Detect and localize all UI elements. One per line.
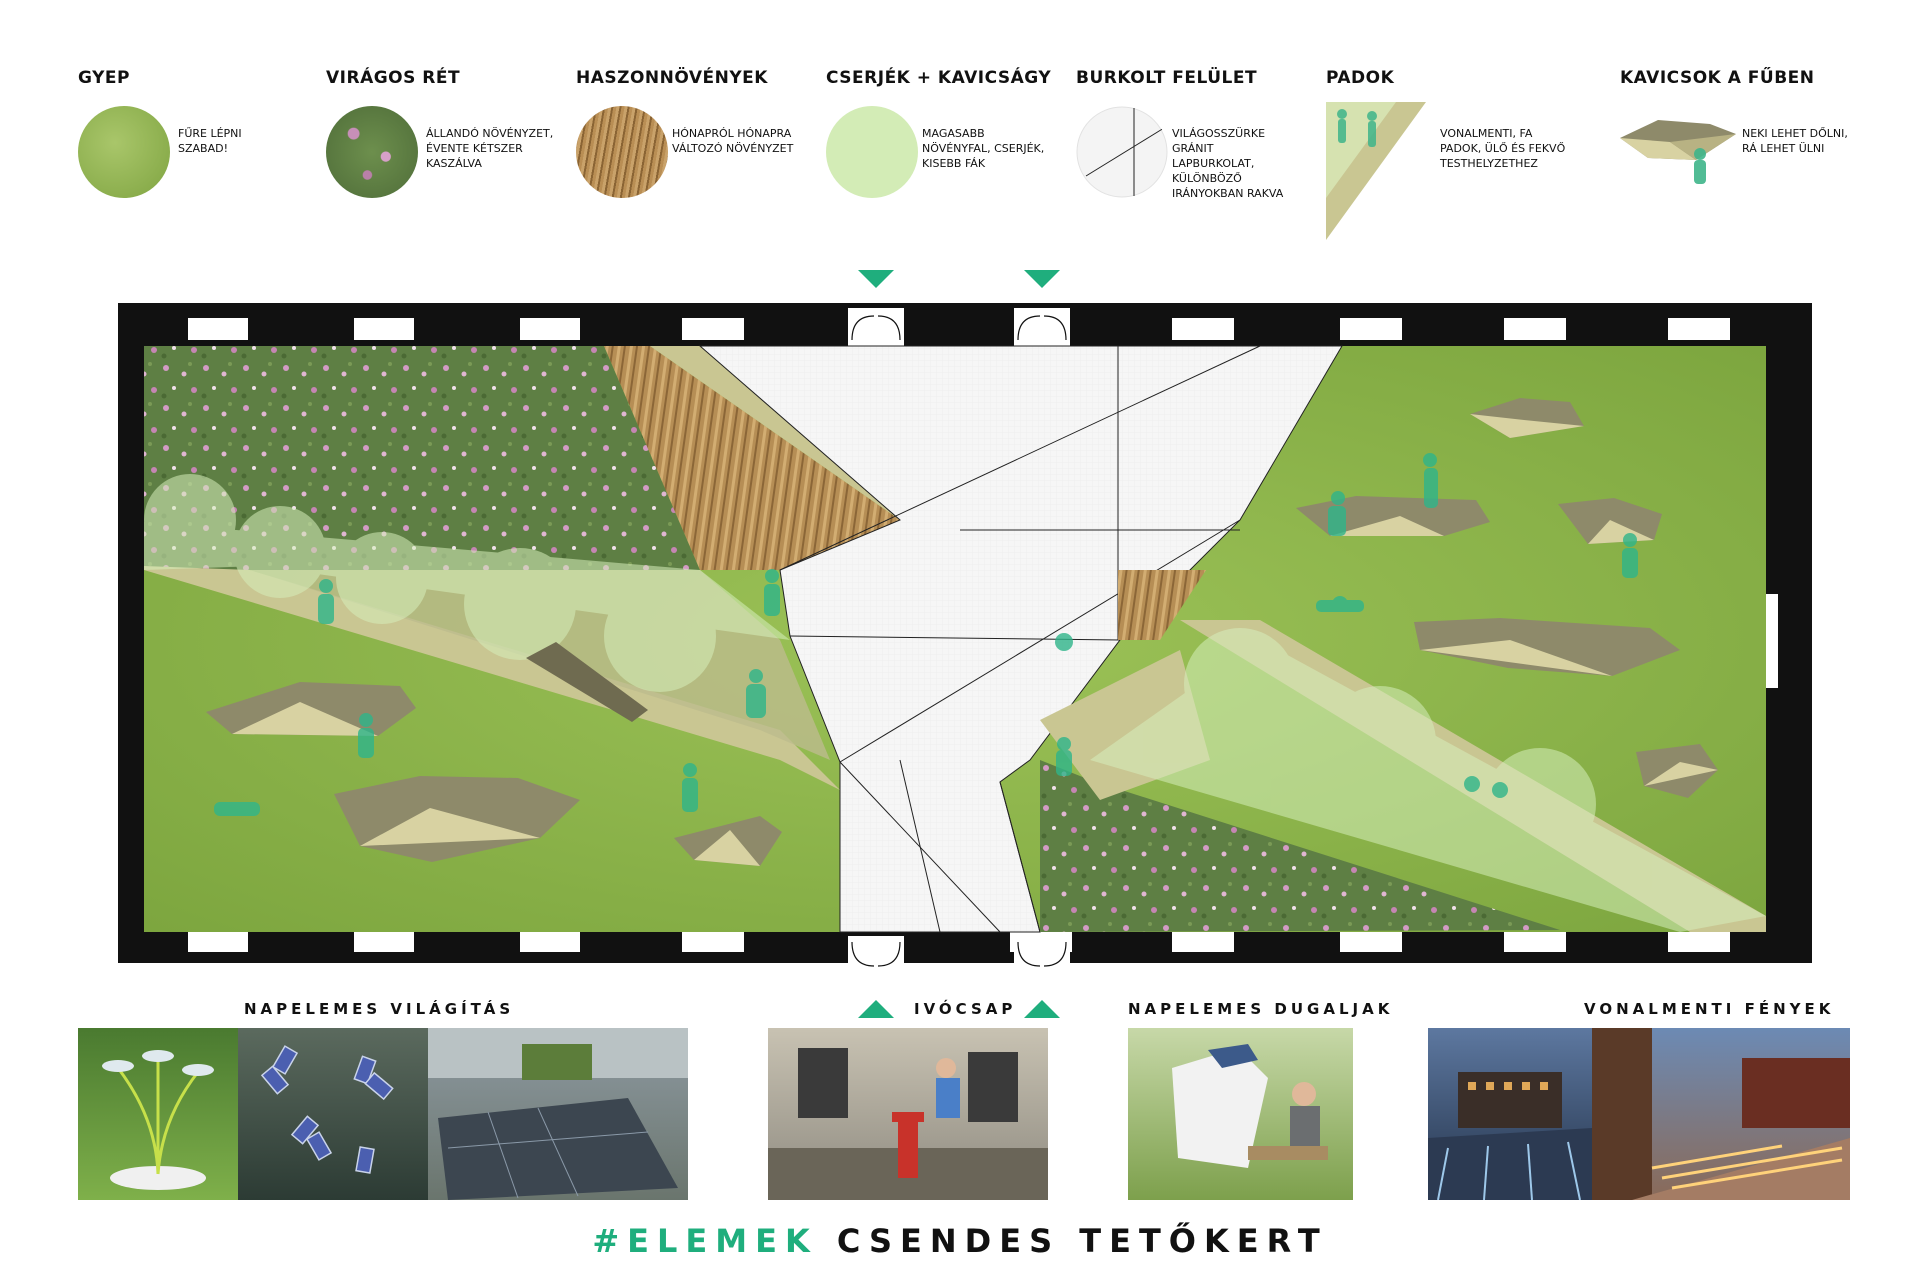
feature-title-solar-sockets: NAPELEMES DUGALJAK xyxy=(1128,1000,1394,1018)
legend-title-benches: PADOK xyxy=(1326,68,1395,88)
hydrant-icon xyxy=(768,1048,1048,1200)
legend-desc-benches: VONALMENTI, FA PADOK, ÜLŐ ÉS FEKVŐ TESTH… xyxy=(1440,127,1566,170)
photo-solar-bench xyxy=(428,1028,688,1200)
entrance-arrows xyxy=(858,270,1060,1018)
photo-line-lights-1 xyxy=(1428,1028,1592,1200)
photo-solar-tree xyxy=(78,1028,238,1200)
interior xyxy=(144,345,1766,933)
bench-strip-left xyxy=(144,566,840,790)
solar-bench-icon xyxy=(428,1028,688,1200)
photo-line-lights-2 xyxy=(1592,1028,1850,1200)
solar-tree-icon xyxy=(102,1050,214,1190)
shrub-overlays xyxy=(144,474,1766,932)
footer-title: #ELEMEK CSENDES TETŐKERT xyxy=(0,1222,1920,1260)
photo-solar-flowers xyxy=(238,1028,428,1200)
pebbles-right xyxy=(1296,398,1718,798)
photo-drinking-tap xyxy=(768,1028,1048,1200)
legend-desc-crops: HÓNAPRÓL HÓNAPRA VÁLTOZÓ NÖVÉNYZET xyxy=(672,127,794,155)
doors xyxy=(848,308,1070,974)
pebble-swatch-icon xyxy=(1620,120,1736,184)
legend-title-shrubs: CSERJÉK + KAVICSÁGY xyxy=(826,68,1052,88)
legend-desc-pebbles: NEKI LEHET DŐLNI, RÁ LEHET ÜLNI xyxy=(1742,127,1848,155)
photo-solar-socket xyxy=(1128,1028,1353,1200)
legend-title-crops: HASZONNÖVÉNYEK xyxy=(576,68,768,88)
footer-accent: #ELEMEK xyxy=(592,1222,818,1260)
legend-desc-meadow: ÁLLANDÓ NÖVÉNYZET, ÉVENTE KÉTSZER KASZÁL… xyxy=(426,127,554,170)
legend-title-grass: GYEP xyxy=(78,68,130,88)
solar-socket-icon xyxy=(1172,1044,1328,1168)
grass-swatch-icon xyxy=(78,106,170,198)
legend-desc-shrubs: MAGASABB NÖVÉNYFAL, CSERJÉK, KISEBB FÁK xyxy=(922,127,1045,170)
legend-title-paving: BURKOLT FELÜLET xyxy=(1076,68,1258,88)
meadow-area-right xyxy=(1040,760,1560,932)
windows-top xyxy=(188,318,1730,340)
window-right xyxy=(1764,594,1778,688)
people-figures xyxy=(214,453,1638,816)
legend-title-meadow: VIRÁGOS RÉT xyxy=(326,68,461,88)
wheat-swatch-icon xyxy=(576,106,668,198)
footer-rest: CSENDES TETŐKERT xyxy=(817,1222,1328,1260)
building-lights-icon xyxy=(1428,1072,1592,1200)
step-lights-icon xyxy=(1592,1028,1850,1200)
legend-title-pebbles: KAVICSOK A FŰBEN xyxy=(1620,68,1815,88)
bench-swatch-icon xyxy=(1326,102,1426,240)
feature-title-drinking-tap: IVÓCSAP xyxy=(914,1000,1017,1018)
meadow-swatch-icon xyxy=(326,106,418,198)
feature-title-solar-lighting: NAPELEMES VILÁGÍTÁS xyxy=(244,1000,515,1018)
crop-area-centre xyxy=(1118,570,1206,640)
legend-desc-paving: VILÁGOSSZÜRKE GRÁNIT LAPBURKOLAT, KÜLÖNB… xyxy=(1172,127,1284,200)
legend-desc-grass: FŰRE LÉPNI SZABAD! xyxy=(178,127,242,155)
feature-title-line-lights: VONALMENTI FÉNYEK xyxy=(1584,1000,1835,1018)
crop-area-top xyxy=(604,346,900,570)
shrub-swatch-icon xyxy=(826,106,918,198)
paving-swatch-icon xyxy=(1076,106,1168,198)
solar-flower-icon xyxy=(260,1045,394,1174)
